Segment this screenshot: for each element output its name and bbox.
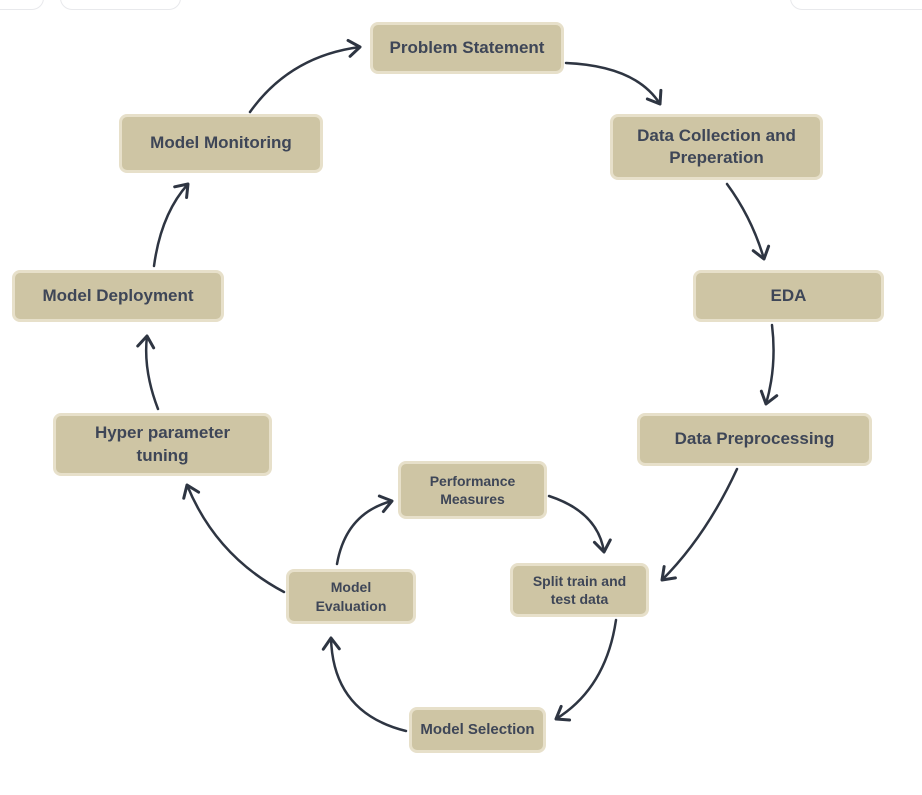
node-eda[interactable]: EDA	[693, 270, 884, 322]
node-model-evaluation[interactable]: Model Evaluation	[286, 569, 416, 624]
node-model-selection[interactable]: Model Selection	[409, 707, 546, 753]
arrow-model-selection-to-model-evaluation	[321, 636, 408, 733]
arrow-model-deployment-to-model-monitoring	[152, 182, 190, 268]
node-label: Data Preprocessing	[674, 429, 835, 449]
arrow-data-preprocessing-to-split-train-test	[660, 467, 739, 582]
node-label: Hyper parameter tuning	[94, 423, 231, 465]
node-split-train-and-test-data[interactable]: Split train and test data	[510, 563, 649, 617]
arrow-problem-statement-to-data-collection	[564, 61, 663, 106]
node-label: Model Evaluation	[315, 579, 387, 614]
node-performance-measures[interactable]: Performance Measures	[398, 461, 547, 519]
node-model-monitoring[interactable]: Model Monitoring	[119, 114, 323, 173]
toolbar-fragment-right[interactable]	[790, 0, 922, 10]
node-hyper-parameter-tuning[interactable]: Hyper parameter tuning	[53, 413, 272, 476]
node-label: Data Collection and Preperation	[637, 125, 796, 167]
node-label: Model Deployment	[42, 285, 194, 305]
arrow-model-evaluation-to-hyper-parameter-tuning	[182, 483, 286, 594]
node-problem-statement[interactable]: Problem Statement	[370, 22, 564, 74]
toolbar-fragment-left-2[interactable]	[60, 0, 181, 10]
arrow-performance-measures-to-split-train-test	[547, 494, 612, 554]
node-label: Model Monitoring	[150, 133, 292, 153]
arrow-model-monitoring-to-problem-statement	[248, 38, 362, 114]
node-data-preprocessing[interactable]: Data Preprocessing	[637, 413, 872, 466]
node-label: Model Selection	[420, 721, 535, 739]
node-label: EDA	[770, 285, 807, 305]
arrow-model-evaluation-to-performance-measures	[335, 494, 394, 566]
arrow-eda-to-data-preprocessing	[759, 323, 779, 406]
toolbar-fragment-left-1[interactable]	[0, 0, 44, 10]
node-model-deployment[interactable]: Model Deployment	[12, 270, 224, 322]
node-label: Split train and test data	[532, 572, 627, 607]
arrow-split-train-test-to-model-selection	[554, 618, 618, 722]
node-label: Problem Statement	[389, 37, 545, 57]
arrow-hyper-parameter-tuning-to-model-deployment	[136, 334, 160, 411]
node-data-collection-and-preperation[interactable]: Data Collection and Preperation	[610, 114, 823, 180]
arrow-data-collection-to-eda	[725, 182, 771, 261]
node-label: Performance Measures	[429, 472, 516, 507]
